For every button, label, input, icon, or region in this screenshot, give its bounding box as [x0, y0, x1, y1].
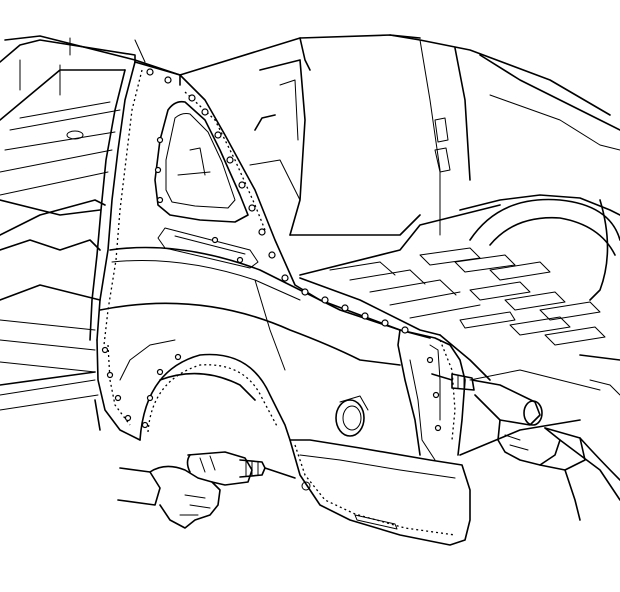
rocker-lines [0, 379, 101, 431]
left-drill-in-hand [117, 451, 296, 529]
right-drill-in-hand [431, 373, 620, 521]
rear-bed-floor [299, 194, 620, 456]
pickup-box-floor [0, 39, 136, 386]
spot-weld-locations [101, 68, 442, 432]
cab-back-wall [249, 59, 421, 236]
quarter-panel-inner [89, 61, 471, 546]
